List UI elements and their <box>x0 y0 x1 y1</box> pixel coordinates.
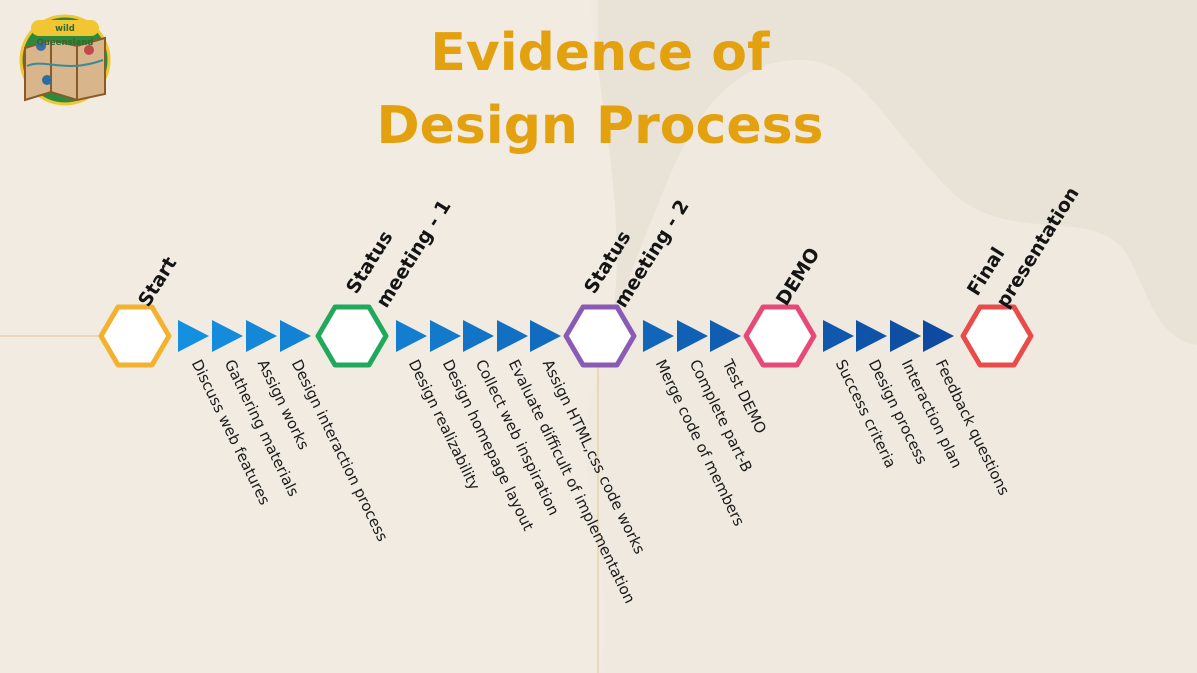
arrow-chevron-phase4-1 <box>856 320 887 352</box>
milestone-hexagon-status2 <box>563 304 637 368</box>
arrow-chevron-phase2-1 <box>430 320 461 352</box>
milestone-hexagon-final <box>960 304 1034 368</box>
arrow-chevron-phase2-2 <box>463 320 494 352</box>
page-title-line2: Design Process <box>376 96 824 156</box>
milestone-hexagon-status1 <box>315 304 389 368</box>
arrow-chevron-phase2-0 <box>396 320 427 352</box>
arrow-chevron-phase1-2 <box>246 320 277 352</box>
arrow-chevron-phase4-0 <box>823 320 854 352</box>
arrow-chevron-phase2-4 <box>530 320 561 352</box>
arrow-chevron-phase3-0 <box>643 320 674 352</box>
logo-text: wild Queensland <box>36 24 94 48</box>
arrow-chevron-phase4-2 <box>890 320 921 352</box>
arrow-chevron-phase3-2 <box>710 320 741 352</box>
page-title-line1: Evidence of <box>430 23 770 83</box>
arrow-chevron-phase3-1 <box>677 320 708 352</box>
arrow-chevron-phase1-1 <box>212 320 243 352</box>
milestone-hexagon-start <box>98 304 172 368</box>
milestone-hexagon-demo <box>743 304 817 368</box>
arrow-chevron-phase1-3 <box>280 320 311 352</box>
arrow-chevron-phase4-3 <box>923 320 954 352</box>
arrow-chevron-phase2-3 <box>497 320 528 352</box>
logo-badge-icon <box>19 14 111 106</box>
arrow-chevron-phase1-0 <box>178 320 209 352</box>
background-blob <box>590 0 1197 380</box>
